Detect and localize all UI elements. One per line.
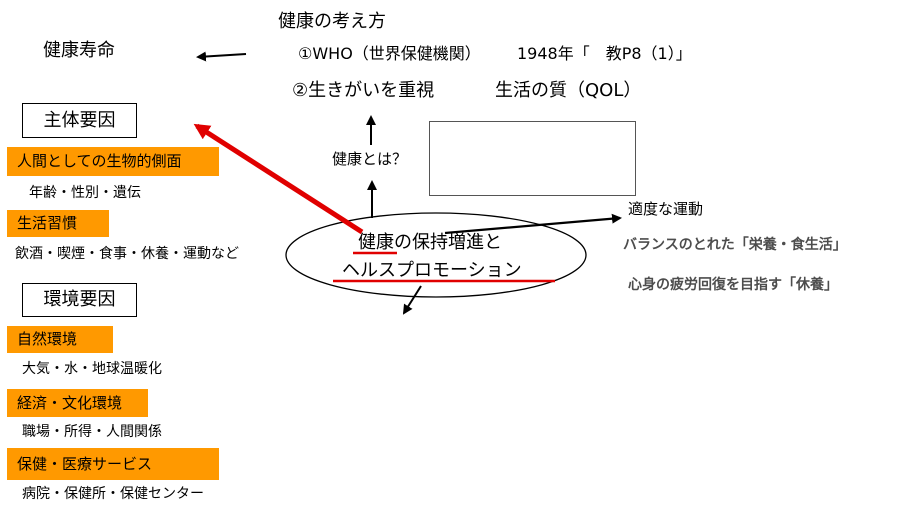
ikigai-emphasis: ②生きがいを重視: [292, 80, 435, 101]
blank-answer-box: [429, 121, 636, 196]
economic-cultural-label: 経済・文化環境: [7, 389, 148, 417]
header-title: 健康の考え方: [278, 11, 386, 32]
natural-environment-detail: 大気・水・地球温暖化: [22, 361, 162, 377]
natural-environment-text: 自然環境: [17, 330, 78, 348]
biological-aspect-text: 人間としての生物的側面: [17, 152, 182, 170]
arrow-down-left: [402, 285, 422, 315]
arrow-to-healthy-life: [196, 51, 247, 62]
lifestyle-label: 生活習慣: [7, 210, 109, 237]
ellipse-line1: 健康の保持増進と: [358, 232, 502, 253]
biological-aspect-label: 人間としての生物的側面: [7, 147, 219, 176]
health-medical-text: 保健・医療サービス: [17, 454, 153, 473]
health-medical-label: 保健・医療サービス: [7, 448, 219, 480]
environment-factors-title: 環境要因: [22, 283, 137, 317]
biological-aspect-detail: 年齢・性別・遺伝: [29, 185, 141, 201]
red-arrow-to-subjective-factors: [193, 123, 364, 235]
lifestyle-detail: 飲酒・喫煙・食事・休養・運動など: [15, 246, 239, 262]
rest-recovery: 心身の疲労回復を目指す「休養」: [628, 277, 838, 293]
health-promotion-ellipse: [285, 212, 587, 298]
moderate-exercise: 適度な運動: [628, 200, 704, 218]
arrow-to-exercise: [444, 213, 622, 235]
who-year-reference: 1948年「 教P8（1）」: [517, 44, 692, 63]
environment-factors-label: 環境要因: [43, 289, 116, 310]
who-definition: ①WHO（世界保健機関）: [298, 44, 481, 63]
subjective-factors-label: 主体要因: [43, 109, 116, 131]
economic-cultural-detail: 職場・所得・人間関係: [22, 424, 162, 440]
balanced-nutrition: バランスのとれた「栄養・食生活」: [623, 237, 847, 253]
what-is-health-question: 健康とは？: [332, 150, 408, 168]
lifestyle-text: 生活習慣: [17, 214, 78, 232]
quality-of-life: 生活の質（QOL）: [495, 80, 642, 101]
natural-environment-label: 自然環境: [7, 326, 113, 353]
healthy-life-expectancy: 健康寿命: [43, 40, 115, 61]
ellipse-line2: ヘルスプロモーション: [342, 260, 522, 281]
subjective-factors-title: 主体要因: [22, 103, 137, 138]
economic-cultural-text: 経済・文化環境: [17, 393, 123, 412]
health-medical-detail: 病院・保健所・保健センター: [22, 486, 204, 502]
